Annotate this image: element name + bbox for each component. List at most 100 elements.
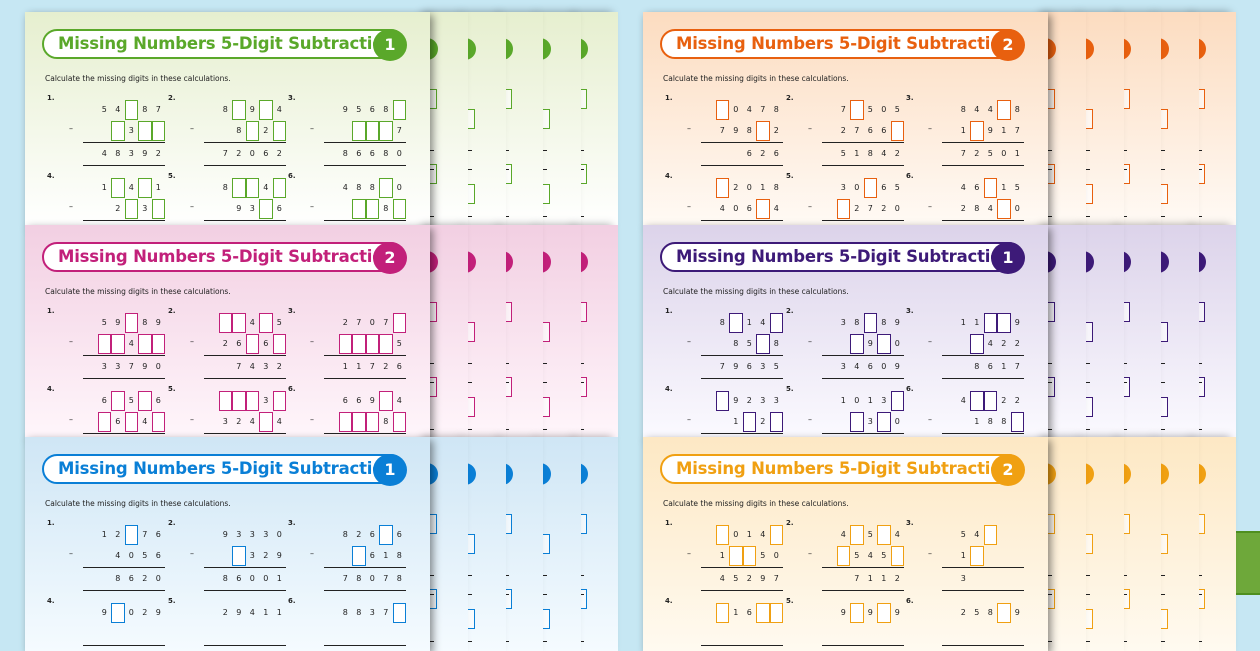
missing-digit-box[interactable] <box>983 525 997 545</box>
missing-digit-box[interactable] <box>272 121 286 141</box>
missing-digit-box[interactable] <box>365 412 379 432</box>
missing-digit-box[interactable] <box>218 313 232 333</box>
missing-digit-box[interactable] <box>272 178 286 198</box>
missing-digit-box[interactable] <box>245 121 259 141</box>
missing-digit-box[interactable] <box>983 391 997 411</box>
missing-digit-box[interactable] <box>850 100 864 120</box>
missing-digit-box[interactable] <box>352 334 366 354</box>
missing-digit-box[interactable] <box>352 121 366 141</box>
missing-digit-box[interactable] <box>138 391 152 411</box>
missing-digit-box[interactable] <box>259 412 273 432</box>
missing-digit-box[interactable] <box>392 313 406 333</box>
missing-digit-box[interactable] <box>97 334 111 354</box>
missing-digit-box[interactable] <box>111 391 125 411</box>
missing-digit-box[interactable] <box>272 391 286 411</box>
missing-digit-box[interactable] <box>756 334 770 354</box>
missing-digit-box[interactable] <box>715 603 729 623</box>
missing-digit-box[interactable] <box>151 334 165 354</box>
missing-digit-box[interactable] <box>392 603 406 623</box>
missing-digit-box[interactable] <box>392 100 406 120</box>
missing-digit-box[interactable] <box>151 412 165 432</box>
missing-digit-box[interactable] <box>245 178 259 198</box>
missing-digit-box[interactable] <box>379 334 393 354</box>
missing-digit-box[interactable] <box>850 334 864 354</box>
missing-digit-box[interactable] <box>715 525 729 545</box>
missing-digit-box[interactable] <box>365 199 379 219</box>
missing-digit-box[interactable] <box>379 178 393 198</box>
missing-digit-box[interactable] <box>756 121 770 141</box>
missing-digit-box[interactable] <box>111 334 125 354</box>
missing-digit-box[interactable] <box>863 313 877 333</box>
missing-digit-box[interactable] <box>392 412 406 432</box>
missing-digit-box[interactable] <box>836 546 850 566</box>
missing-digit-box[interactable] <box>997 313 1011 333</box>
missing-digit-box[interactable] <box>729 546 743 566</box>
missing-digit-box[interactable] <box>352 199 366 219</box>
missing-digit-box[interactable] <box>259 100 273 120</box>
missing-digit-box[interactable] <box>259 199 273 219</box>
missing-digit-box[interactable] <box>379 391 393 411</box>
missing-digit-box[interactable] <box>379 525 393 545</box>
missing-digit-box[interactable] <box>338 412 352 432</box>
missing-digit-box[interactable] <box>850 603 864 623</box>
missing-digit-box[interactable] <box>124 525 138 545</box>
missing-digit-box[interactable] <box>232 100 246 120</box>
missing-digit-box[interactable] <box>365 121 379 141</box>
missing-digit-box[interactable] <box>138 121 152 141</box>
missing-digit-box[interactable] <box>769 603 783 623</box>
missing-digit-box[interactable] <box>232 391 246 411</box>
missing-digit-box[interactable] <box>850 525 864 545</box>
missing-digit-box[interactable] <box>729 313 743 333</box>
missing-digit-box[interactable] <box>392 199 406 219</box>
missing-digit-box[interactable] <box>111 603 125 623</box>
missing-digit-box[interactable] <box>769 412 783 432</box>
missing-digit-box[interactable] <box>232 313 246 333</box>
missing-digit-box[interactable] <box>365 334 379 354</box>
missing-digit-box[interactable] <box>111 121 125 141</box>
missing-digit-box[interactable] <box>742 412 756 432</box>
missing-digit-box[interactable] <box>983 313 997 333</box>
missing-digit-box[interactable] <box>138 178 152 198</box>
missing-digit-box[interactable] <box>970 334 984 354</box>
missing-digit-box[interactable] <box>890 391 904 411</box>
missing-digit-box[interactable] <box>742 546 756 566</box>
missing-digit-box[interactable] <box>715 178 729 198</box>
missing-digit-box[interactable] <box>769 313 783 333</box>
missing-digit-box[interactable] <box>138 334 152 354</box>
missing-digit-box[interactable] <box>352 412 366 432</box>
missing-digit-box[interactable] <box>124 313 138 333</box>
missing-digit-box[interactable] <box>124 412 138 432</box>
missing-digit-box[interactable] <box>970 391 984 411</box>
missing-digit-box[interactable] <box>877 412 891 432</box>
missing-digit-box[interactable] <box>877 334 891 354</box>
missing-digit-box[interactable] <box>1010 412 1024 432</box>
missing-digit-box[interactable] <box>890 546 904 566</box>
missing-digit-box[interactable] <box>983 178 997 198</box>
missing-digit-box[interactable] <box>997 100 1011 120</box>
missing-digit-box[interactable] <box>850 412 864 432</box>
missing-digit-box[interactable] <box>997 603 1011 623</box>
missing-digit-box[interactable] <box>151 121 165 141</box>
missing-digit-box[interactable] <box>997 199 1011 219</box>
missing-digit-box[interactable] <box>715 391 729 411</box>
missing-digit-box[interactable] <box>111 178 125 198</box>
missing-digit-box[interactable] <box>124 100 138 120</box>
missing-digit-box[interactable] <box>970 121 984 141</box>
missing-digit-box[interactable] <box>232 546 246 566</box>
missing-digit-box[interactable] <box>232 178 246 198</box>
missing-digit-box[interactable] <box>769 525 783 545</box>
missing-digit-box[interactable] <box>97 412 111 432</box>
missing-digit-box[interactable] <box>245 334 259 354</box>
missing-digit-box[interactable] <box>124 199 138 219</box>
missing-digit-box[interactable] <box>863 178 877 198</box>
missing-digit-box[interactable] <box>379 121 393 141</box>
missing-digit-box[interactable] <box>352 546 366 566</box>
missing-digit-box[interactable] <box>272 334 286 354</box>
missing-digit-box[interactable] <box>715 100 729 120</box>
missing-digit-box[interactable] <box>836 199 850 219</box>
missing-digit-box[interactable] <box>338 334 352 354</box>
missing-digit-box[interactable] <box>970 546 984 566</box>
missing-digit-box[interactable] <box>877 525 891 545</box>
missing-digit-box[interactable] <box>259 313 273 333</box>
missing-digit-box[interactable] <box>245 391 259 411</box>
